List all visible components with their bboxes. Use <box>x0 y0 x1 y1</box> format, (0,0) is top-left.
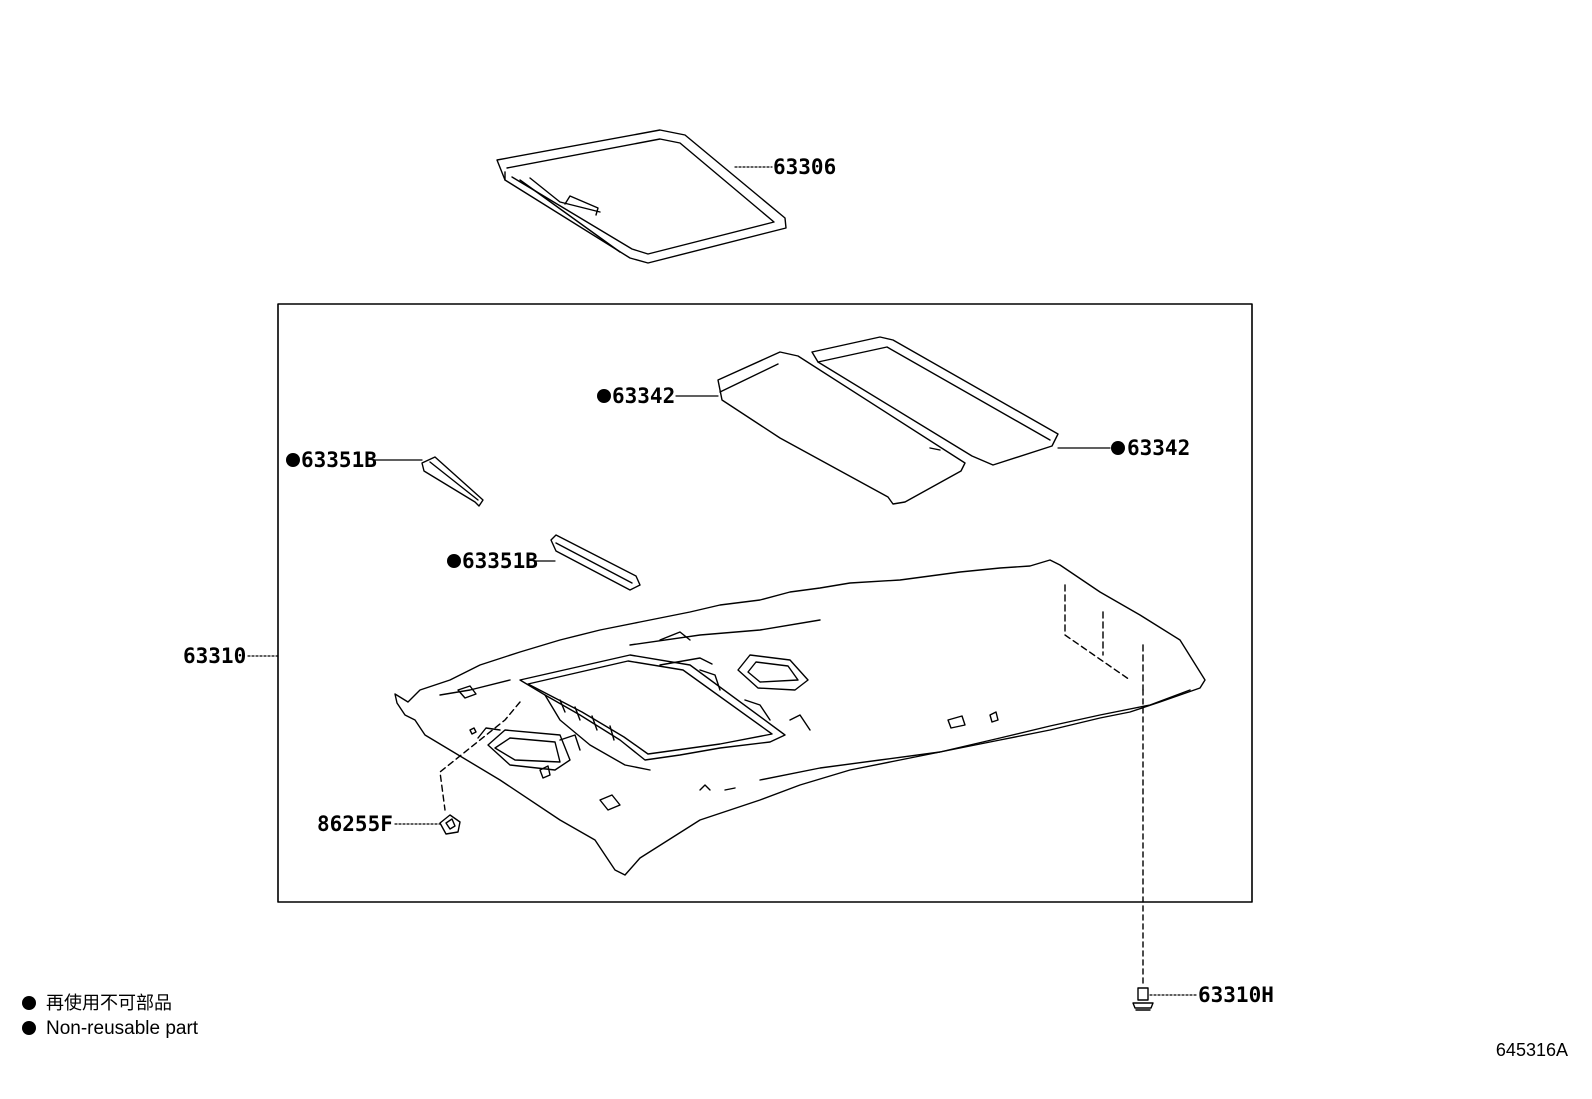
callout-86255f: 86255F <box>317 812 393 836</box>
nonreusable-dot <box>1111 441 1125 455</box>
roof-pad-left-drawing <box>717 351 966 505</box>
callout-63351b-lower: 63351B <box>462 549 538 573</box>
fastener-63310h-drawing <box>1132 987 1154 1011</box>
nonreusable-dot <box>447 554 461 568</box>
roof-pad-right-drawing <box>811 336 1059 466</box>
callout-63342-left: 63342 <box>612 384 675 408</box>
strip-upper-drawing <box>421 456 484 507</box>
bullet-dot-icon <box>22 996 36 1010</box>
headliner-drawing <box>394 559 1206 876</box>
legend-english-text: Non-reusable part <box>46 1018 199 1039</box>
callout-63306: 63306 <box>773 155 836 179</box>
leader-lines <box>247 166 1197 996</box>
strip-lower-drawing <box>550 534 641 591</box>
legend-japanese: 再使用不可部品 <box>22 992 172 1014</box>
callout-63310: 63310 <box>183 644 246 668</box>
callout-63351b-upper: 63351B <box>301 448 377 472</box>
callout-63342-right: 63342 <box>1127 436 1190 460</box>
sunshade-drawing <box>496 129 787 264</box>
nonreusable-markers <box>286 389 1125 568</box>
callout-63310h: 63310H <box>1198 983 1274 1007</box>
nonreusable-dot <box>597 389 611 403</box>
bullet-dot-icon <box>22 1021 36 1035</box>
legend-japanese-text: 再使用不可部品 <box>46 993 172 1013</box>
nonreusable-dot <box>286 453 300 467</box>
legend-english: Non-reusable part <box>22 1018 198 1040</box>
clip-86255f-drawing <box>439 814 461 835</box>
drawing-number: 645316A <box>1495 1040 1568 1060</box>
assembly-frame <box>277 303 1253 903</box>
